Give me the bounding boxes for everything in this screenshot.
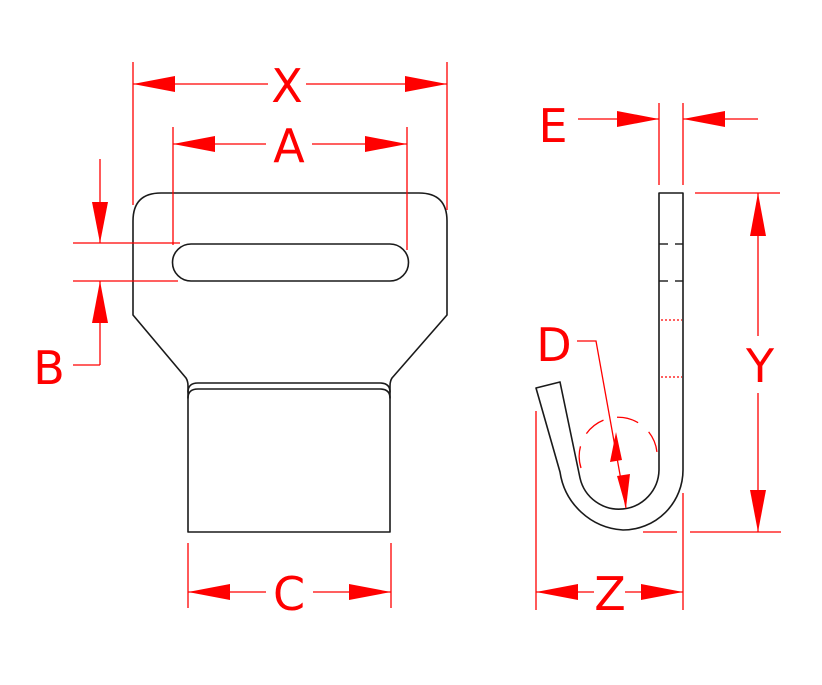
arrow-right-icon xyxy=(365,136,407,152)
dimension-z: Z xyxy=(535,411,684,621)
arrow-right-icon xyxy=(405,76,447,92)
fold-line-lower xyxy=(187,388,391,399)
dimension-label-b: B xyxy=(33,341,65,395)
arrow-right-icon xyxy=(349,584,391,600)
side-view xyxy=(535,192,684,531)
hook-outline xyxy=(535,192,684,531)
dimension-label-a: A xyxy=(273,119,305,173)
dimension-a: A xyxy=(172,119,408,250)
fold-line-upper xyxy=(187,382,391,393)
dimension-label-y: Y xyxy=(745,339,775,393)
arrow-left-icon xyxy=(683,111,725,127)
front-view xyxy=(132,192,448,533)
hook-diameter-circle xyxy=(578,416,658,469)
arrow-left-icon xyxy=(188,584,230,600)
dimension-x: X xyxy=(132,59,448,210)
arrow-down-icon xyxy=(617,474,630,508)
arrow-left-icon xyxy=(173,136,215,152)
dimension-b: B xyxy=(33,159,180,395)
dimension-label-z: Z xyxy=(594,567,626,621)
arrow-down-icon xyxy=(92,202,108,243)
arrow-up-icon xyxy=(92,281,108,323)
arrow-left-icon xyxy=(536,584,578,600)
arrow-up-icon xyxy=(610,432,622,462)
slot-outline xyxy=(171,243,410,282)
plate-outline xyxy=(132,192,448,533)
arrow-left-icon xyxy=(133,76,175,92)
dimension-label-c: C xyxy=(273,567,305,621)
dimension-label-x: X xyxy=(271,59,303,113)
arrow-down-icon xyxy=(750,490,766,532)
dimension-y: Y xyxy=(643,192,781,533)
dimension-label-e: E xyxy=(538,99,567,153)
dimension-label-d: D xyxy=(536,318,571,372)
arrow-right-icon xyxy=(617,111,659,127)
dimension-e: E xyxy=(538,99,758,185)
dimension-d: D xyxy=(536,318,658,509)
arrow-up-icon xyxy=(750,193,766,236)
arrow-right-icon xyxy=(641,584,683,600)
dimension-c: C xyxy=(187,543,392,621)
